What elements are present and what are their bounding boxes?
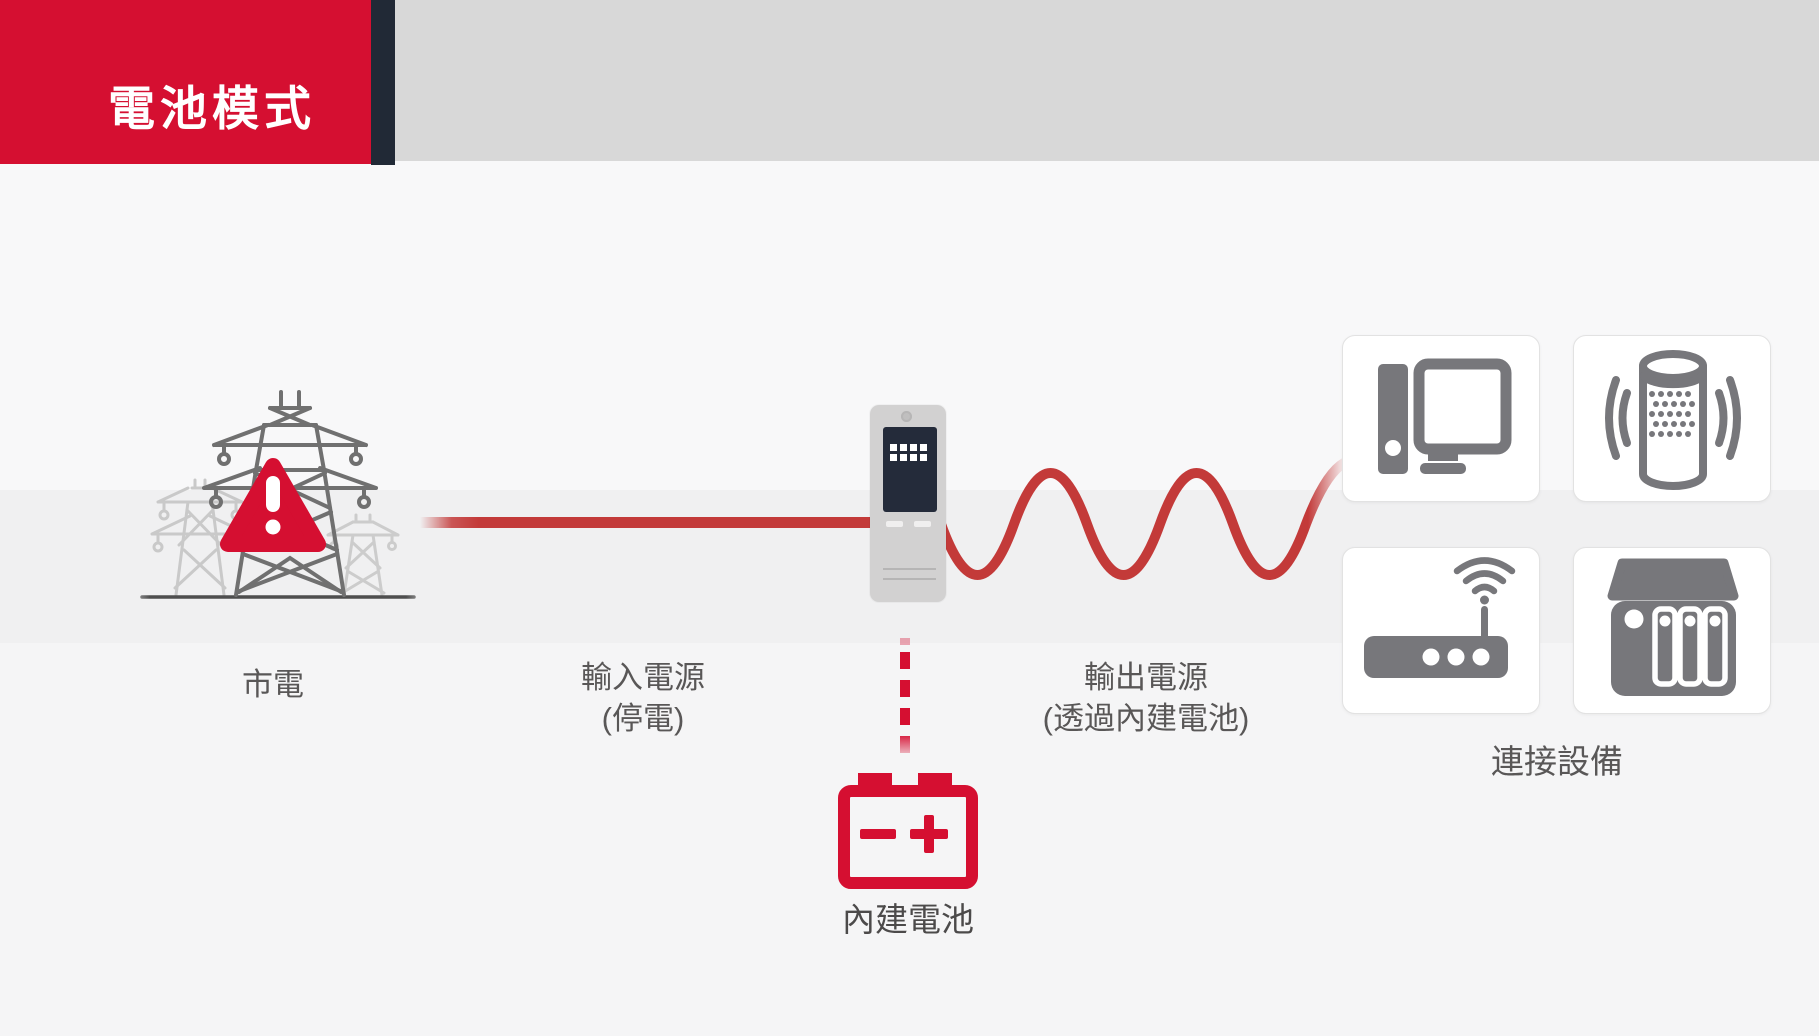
device-card-speaker (1573, 335, 1771, 502)
battery-icon (838, 773, 978, 889)
header-red-banner (0, 0, 371, 164)
output-power-wave (936, 458, 1349, 580)
label-built-in-battery: 內建電池 (842, 901, 974, 938)
desktop-computer-icon (1378, 358, 1512, 474)
ups-knob (901, 411, 912, 422)
ups-screen (883, 427, 937, 512)
ups-keypad (890, 444, 930, 461)
ups-device-icon (870, 405, 946, 602)
device-card-router (1342, 547, 1540, 714)
ups-outlet-left (886, 521, 903, 527)
device-card-nas (1573, 547, 1771, 714)
ups-outlet-right (914, 521, 931, 527)
label-output-power-line1: 輸出電源 (1084, 660, 1208, 695)
nas-storage-icon (1607, 558, 1739, 696)
battery-dashed-link (900, 638, 910, 753)
header-dark-stripe (371, 0, 395, 165)
device-card-computer (1342, 335, 1540, 502)
header-gray-band (395, 0, 1819, 161)
label-input-power-line1: 輸入電源 (581, 660, 705, 695)
warning-triangle-icon (220, 458, 326, 552)
label-input-power-line2: (停電) (601, 701, 685, 736)
label-utility-power: 市電 (242, 667, 304, 702)
label-connected-devices: 連接設備 (1491, 743, 1623, 780)
power-towers-icon (140, 390, 416, 599)
page-title: 電池模式 (108, 82, 316, 135)
smart-speaker-icon (1605, 350, 1741, 490)
ups-vent-line (883, 568, 936, 570)
wifi-router-icon (1364, 557, 1516, 678)
ups-vent-line (883, 578, 936, 580)
label-output-power-line2: (透過內建電池) (1042, 701, 1250, 736)
input-power-line (420, 517, 872, 528)
